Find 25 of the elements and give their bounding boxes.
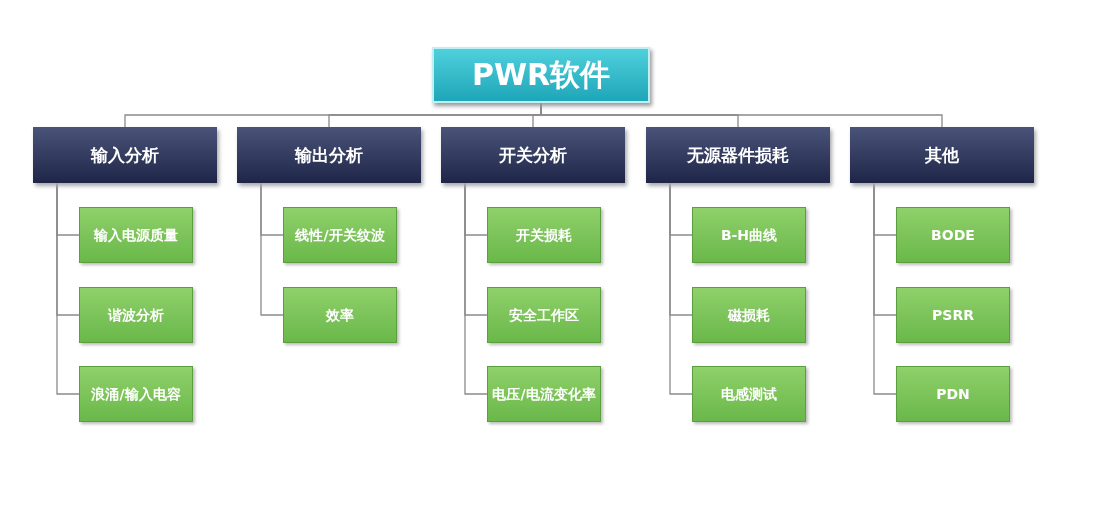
connector-line — [669, 182, 693, 395]
item-box: BODE — [896, 207, 1010, 263]
item-box: PDN — [896, 366, 1010, 422]
category-box: 输出分析 — [237, 127, 421, 183]
item-box: 线性/开关纹波 — [283, 207, 397, 263]
connector-line — [873, 182, 897, 395]
category-box: 无源器件损耗 — [646, 127, 830, 183]
category-box: 其他 — [850, 127, 1034, 183]
item-box: B-H曲线 — [692, 207, 806, 263]
item-box: 开关损耗 — [487, 207, 601, 263]
item-box: 谐波分析 — [79, 287, 193, 343]
item-box: 浪涌/输入电容 — [79, 366, 193, 422]
item-box: 磁损耗 — [692, 287, 806, 343]
connector-line — [464, 182, 488, 395]
category-box: 开关分析 — [441, 127, 625, 183]
item-box: 电感测试 — [692, 366, 806, 422]
item-box: 输入电源质量 — [79, 207, 193, 263]
item-box: PSRR — [896, 287, 1010, 343]
connector-line — [56, 182, 80, 395]
connector-line — [260, 182, 284, 316]
title-box: PWR软件 — [432, 47, 650, 103]
item-box: 效率 — [283, 287, 397, 343]
item-box: 安全工作区 — [487, 287, 601, 343]
category-box: 输入分析 — [33, 127, 217, 183]
item-box: 电压/电流变化率 — [487, 366, 601, 422]
